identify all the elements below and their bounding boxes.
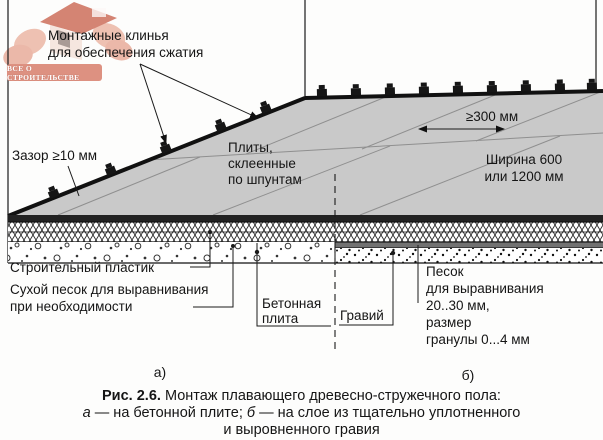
- label-concrete-line1: Бетонная: [262, 296, 321, 311]
- label-sand-line1: Песок: [426, 264, 464, 279]
- leader-dots: [208, 230, 396, 256]
- site-watermark-badge: ВСЕ О СТРОИТЕЛЬСТВЕ: [7, 64, 102, 82]
- plate-front-edge: [8, 215, 603, 222]
- caption-title: Монтаж плавающего древесно-стружечного п…: [160, 388, 501, 404]
- label-wedges-line1: Монтажные клинья: [48, 28, 169, 43]
- label-dim-300: ≥300 мм: [466, 109, 518, 124]
- caption-fig-number: Рис. 2.6.: [102, 388, 161, 404]
- label-gravel: Гравий: [340, 308, 384, 323]
- caption-line3: и выровненного гравия: [223, 422, 380, 438]
- label-plates-line2: склеенные: [228, 156, 296, 171]
- label-width-line2: или 1200 мм: [484, 169, 563, 184]
- label-dry-sand-line1: Сухой песок для выравнивания: [10, 282, 209, 297]
- label-gap: Зазор ≥10 мм: [12, 148, 97, 163]
- label-sand-line3: 20..30 мм,: [426, 298, 490, 313]
- label-concrete-line2: плита: [262, 311, 299, 326]
- label-sand-line2: для выравнивания: [426, 281, 544, 296]
- label-dry-sand-line2: при необходимости: [10, 299, 132, 314]
- label-plastic: Строительный пластик: [10, 260, 154, 275]
- label-width-line1: Ширина 600: [486, 152, 562, 167]
- marker-variant-b: б): [462, 367, 475, 383]
- site-logo-hands-house-icon: [3, 2, 133, 68]
- marker-variant-a: а): [154, 364, 166, 380]
- label-wedges-line2: для обеспечения сжатия: [48, 45, 203, 60]
- leveling-sand-layer: [335, 242, 603, 248]
- concrete-slab-layer: [8, 242, 335, 263]
- label-plates-line3: по шпунтам: [228, 172, 302, 187]
- plate-joints: [57, 90, 603, 216]
- cross-section: [8, 215, 603, 264]
- label-sand-line5: гранулы 0...4 мм: [426, 332, 530, 347]
- label-plates-line1: Плиты,: [228, 140, 273, 155]
- caption-line1: Рис. 2.6. Монтаж плавающего древесно-стр…: [0, 388, 603, 405]
- caption-line2: а — на бетонной плите; б — на слое из тщ…: [82, 405, 521, 421]
- figure-caption: Рис. 2.6. Монтаж плавающего древесно-стр…: [0, 388, 603, 439]
- floor-plates-surface: [7, 89, 603, 218]
- gravel-layer: [335, 248, 603, 263]
- label-sand-line4: размер: [426, 315, 471, 330]
- leader-lines: [67, 63, 505, 327]
